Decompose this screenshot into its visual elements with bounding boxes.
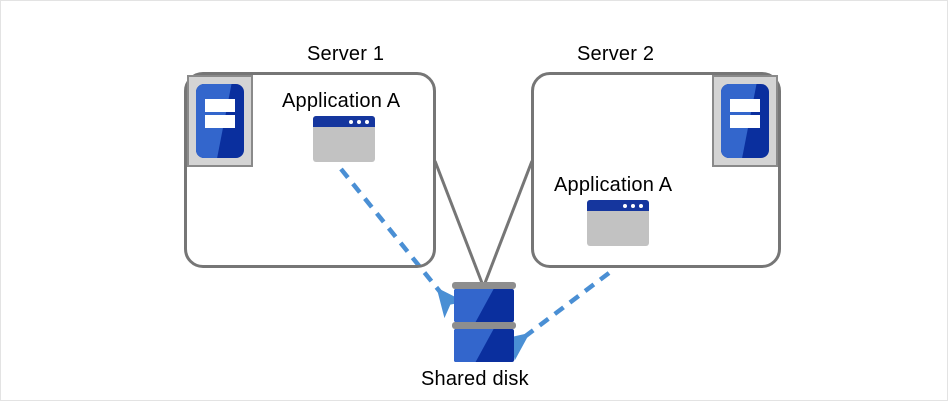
disk-platter-1 <box>454 289 514 322</box>
application-a-label-2: Application A <box>554 174 673 196</box>
server-machine-icon-1 <box>187 75 253 167</box>
server-2-title: Server 2 <box>577 43 655 65</box>
application-window-icon-2[interactable] <box>587 200 649 246</box>
server-1-title: Server 1 <box>307 43 385 65</box>
server-chassis <box>721 84 769 158</box>
server-2-box[interactable] <box>531 72 781 268</box>
disk-separator-middle <box>452 322 516 329</box>
connector-server2-to-disk <box>483 160 534 284</box>
server-chassis <box>196 84 244 158</box>
access-arrow-server1 <box>339 167 465 319</box>
connector-server1-to-disk <box>433 160 484 284</box>
access-arrow-server2 <box>498 271 611 361</box>
server-bar-bottom <box>729 115 761 129</box>
shared-disk-icon[interactable] <box>452 282 516 364</box>
server-1-box[interactable] <box>184 72 436 268</box>
shared-disk-label: Shared disk <box>421 368 529 390</box>
window-dot-3 <box>364 119 369 124</box>
disk-platter-2 <box>454 329 514 362</box>
application-window-icon-1[interactable] <box>313 116 375 162</box>
window-dot-3 <box>638 203 643 208</box>
server-machine-icon-2 <box>712 75 778 167</box>
window-dot-2 <box>630 203 635 208</box>
window-titlebar <box>313 116 375 127</box>
server-bar-top <box>729 98 761 112</box>
window-dot-1 <box>348 119 353 124</box>
window-dot-1 <box>622 203 627 208</box>
server-bar-bottom <box>204 115 236 129</box>
window-dot-2 <box>356 119 361 124</box>
disk-separator-top <box>452 282 516 289</box>
window-titlebar <box>587 200 649 211</box>
server-bar-top <box>204 98 236 112</box>
application-a-label-1: Application A <box>282 90 401 112</box>
